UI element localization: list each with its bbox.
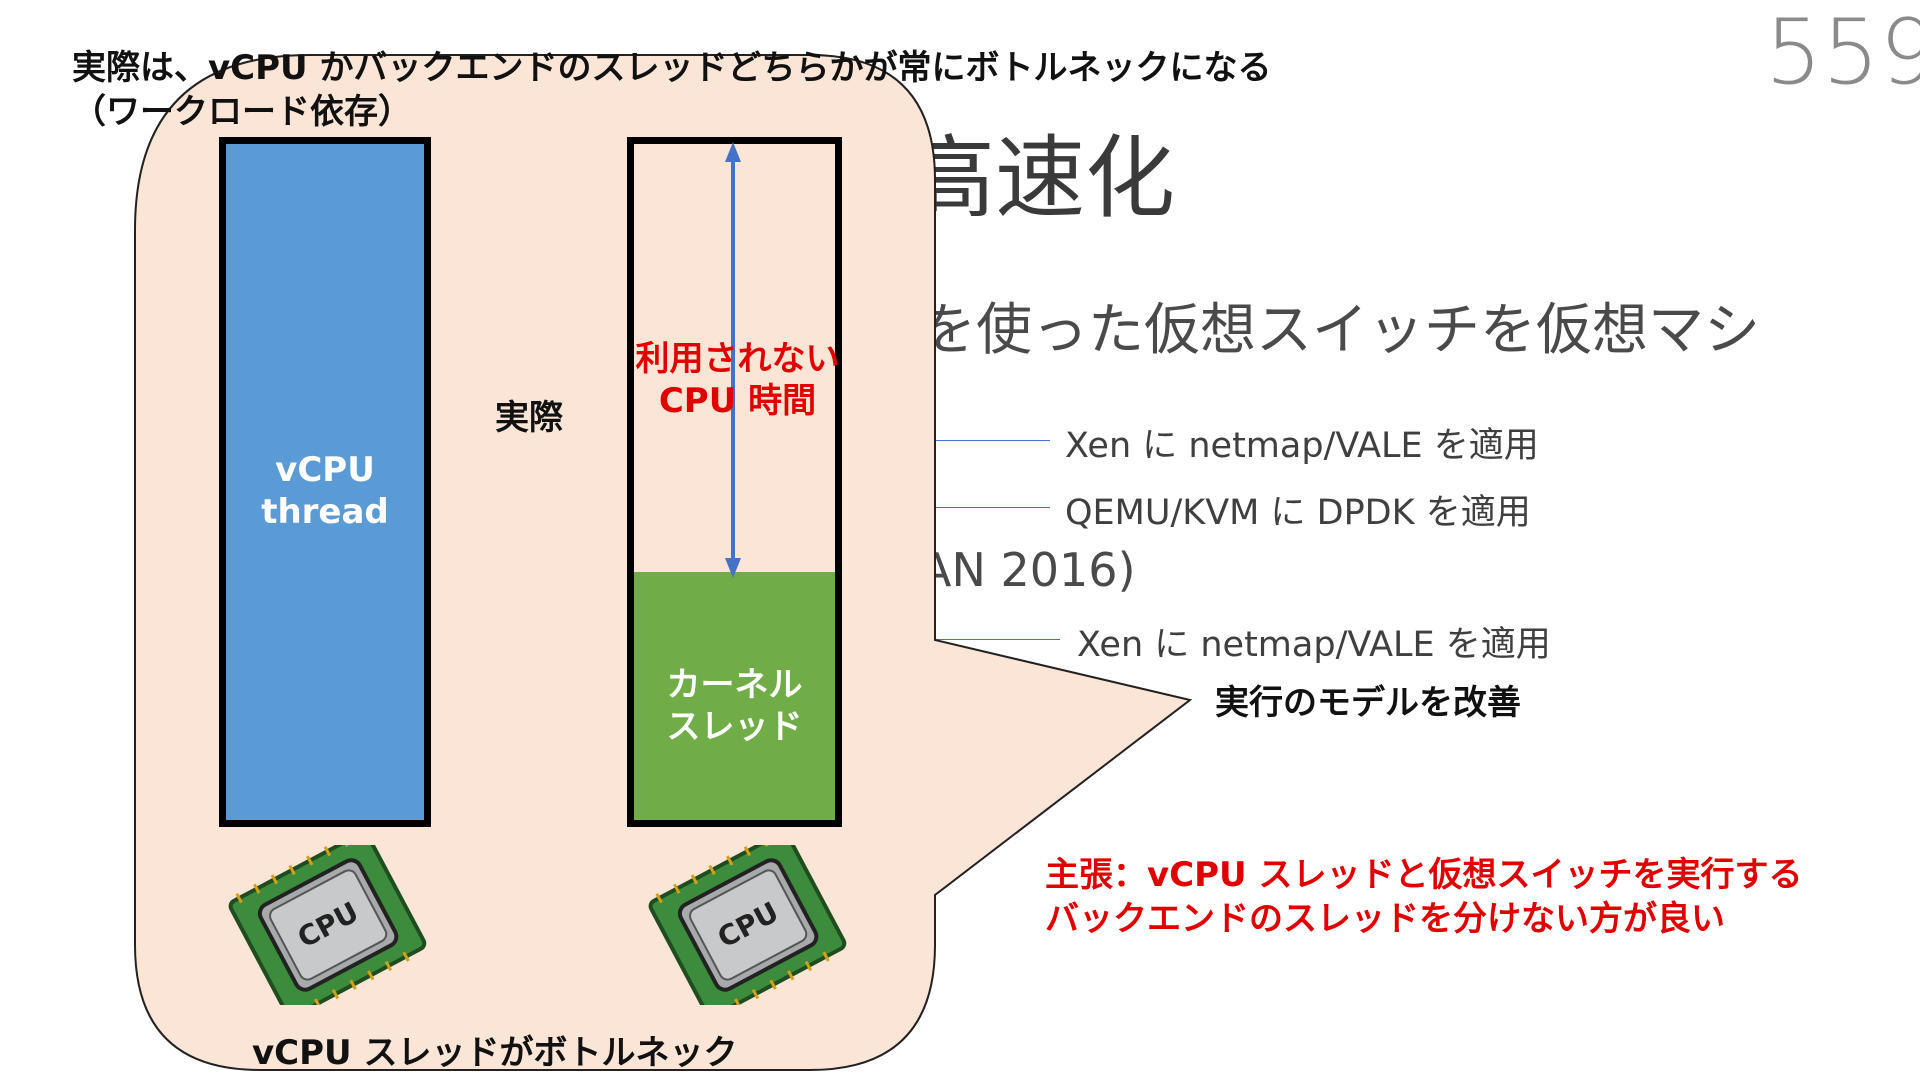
claim-line-1: 主張：vCPU スレッドと仮想スイッチを実行する	[1045, 847, 1802, 896]
cpu-chip-icon: CPU	[642, 845, 852, 1005]
bottleneck-caption: vCPU スレッドがボトルネック	[252, 1025, 737, 1074]
claim-line-2: バックエンドのスレッドを分けない方が良い	[1045, 891, 1725, 940]
cpu-chip-icon: CPU	[222, 845, 432, 1005]
unused-time-label-2: CPU 時間	[615, 380, 860, 422]
unused-time-label-1: 利用されない	[615, 338, 860, 380]
